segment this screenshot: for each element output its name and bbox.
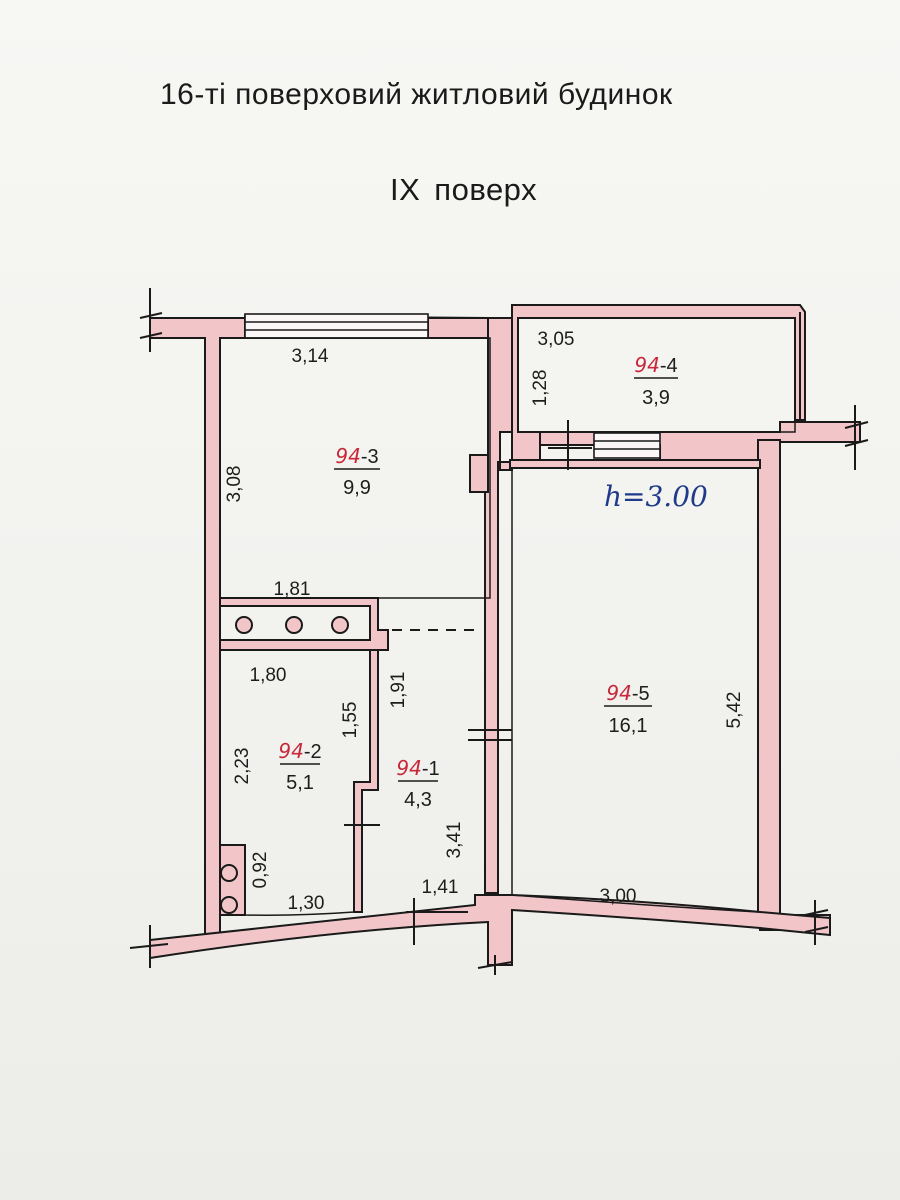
room-number-suffix: -1	[422, 758, 440, 780]
vent-circle	[235, 616, 253, 634]
room5-outline	[511, 467, 759, 913]
dim-room3-height: 3,08	[224, 466, 245, 503]
svg-text:94-5: 94-5	[606, 681, 649, 705]
room-area: 9,9	[343, 477, 371, 499]
room-label-94-3: 94-3 9,9	[334, 444, 380, 499]
room-number-suffix: -3	[361, 446, 379, 468]
room-area: 16,1	[609, 715, 648, 737]
svg-text:94-1: 94-1	[396, 756, 439, 780]
room-area: 4,3	[404, 789, 432, 811]
room5-top-wall	[509, 459, 761, 469]
room-number-suffix: -4	[660, 355, 678, 377]
dim-room5-width: 3,00	[600, 886, 637, 907]
vent-shafts	[220, 616, 349, 914]
dim-room2-niche: 0,92	[250, 852, 271, 889]
dim-room3-bottom: 1,81	[274, 579, 311, 600]
vent-circle	[331, 616, 349, 634]
top-wall-right-segment	[427, 317, 489, 339]
room-number-prefix: 94	[396, 756, 421, 780]
room-number-prefix: 94	[634, 353, 659, 377]
window-room5	[593, 432, 661, 459]
room-number-prefix: 94	[606, 681, 631, 705]
dim-room4-width: 3,05	[538, 329, 575, 350]
dim-hall-upper: 1,91	[388, 672, 409, 709]
vent-circle	[220, 896, 238, 914]
vent-circle	[220, 864, 238, 882]
svg-text:94-4: 94-4	[634, 353, 677, 377]
ceiling-height-note: h=3.00	[604, 480, 708, 513]
room-area: 3,9	[642, 387, 670, 409]
svg-text:94-2: 94-2	[278, 739, 321, 763]
dim-room2-width: 1,80	[250, 665, 287, 686]
floor-label: IX поверх	[390, 172, 537, 208]
room-number-suffix: -5	[632, 683, 650, 705]
dim-room2-bottom: 1,30	[288, 893, 325, 914]
floor-word: поверх	[434, 172, 538, 207]
break-lines	[129, 288, 869, 975]
dim-room4-depth: 1,28	[530, 370, 551, 407]
room-number-prefix: 94	[278, 739, 303, 763]
bottom-wall	[149, 894, 831, 966]
windows	[244, 312, 801, 459]
room-label-94-5: 94-5 16,1	[604, 681, 652, 737]
dim-hall-lower: 3,41	[444, 822, 465, 859]
center-wall	[484, 317, 513, 894]
dim-room2-inner: 1,55	[340, 702, 361, 739]
partition-room2-hall	[353, 649, 379, 913]
door-marks	[344, 420, 592, 945]
dim-room5-height: 5,42	[724, 692, 745, 729]
room-number-prefix: 94	[335, 444, 360, 468]
dimension-labels: 3,14 3,08 1,81 3,05 1,28 1,80 2,23 1,55 …	[224, 329, 745, 914]
right-wall	[757, 439, 831, 931]
room-number-suffix: -2	[304, 741, 322, 763]
svg-text:94-3: 94-3	[335, 444, 378, 468]
room-area: 5,1	[286, 772, 314, 794]
room-label-94-1: 94-1 4,3	[396, 756, 439, 811]
room3-outline	[219, 337, 491, 599]
dim-room3-width: 3,14	[292, 346, 329, 367]
room-label-94-4: 94-4 3,9	[634, 353, 678, 409]
dim-room2-height: 2,23	[232, 748, 253, 785]
vent-circle	[285, 616, 303, 634]
document-title: 16-ті поверховий житловий будинок	[160, 78, 673, 111]
window-room3	[244, 313, 429, 339]
floor-number: IX	[390, 172, 421, 207]
room-label-94-2: 94-2 5,1	[278, 739, 321, 794]
room4-outline	[517, 317, 796, 433]
dim-hall-bottom: 1,41	[422, 877, 459, 898]
balcony-bottom-wall	[539, 421, 861, 461]
